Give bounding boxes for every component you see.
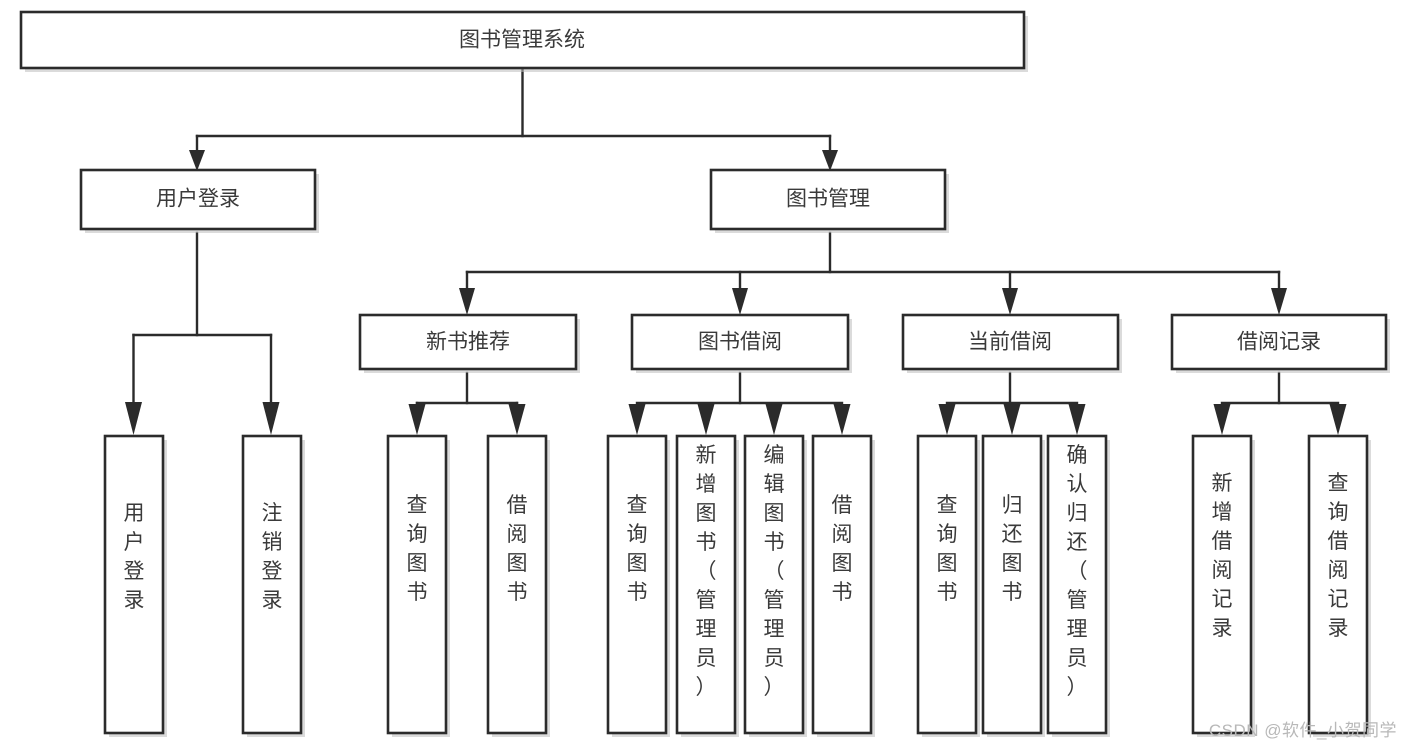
leaf-user-login-box[interactable]	[103, 434, 165, 735]
leaf-logout-label: 注销登录	[262, 502, 283, 612]
arrow-head-record	[1271, 288, 1287, 315]
node-root[interactable]: 图书管理系统	[19, 10, 1028, 72]
leaf-borrow-query-book[interactable]: 查询图书	[606, 434, 670, 737]
node-book-borrow[interactable]: 图书借阅	[630, 313, 852, 373]
root-box[interactable]	[19, 10, 1026, 70]
book-management-label: 图书管理	[786, 188, 870, 211]
arrow-head-borrow-leaf4	[833, 404, 851, 435]
leaf-record-query-record[interactable]: 查询借阅记录	[1307, 434, 1371, 737]
leaf-current-query-book[interactable]: 查询图书	[916, 434, 980, 737]
leaf-borrow-borrow-book-box[interactable]	[811, 434, 873, 735]
arrow-head-book-mgmt	[822, 150, 838, 171]
arrow-head-borrow-leaf1	[628, 404, 646, 435]
arrow-head-current-leaf3	[1068, 404, 1086, 435]
new-book-recommend-box[interactable]	[358, 313, 578, 371]
node-new-book-recommend[interactable]: 新书推荐	[358, 313, 580, 373]
leaf-borrow-borrow-book[interactable]: 借阅图书	[811, 434, 875, 737]
arrow-head-leaf-user-login	[125, 402, 142, 435]
arrow-head-newbook-leaf1	[408, 404, 426, 435]
arrow-head-borrow-leaf2	[697, 404, 715, 435]
arrow-head-current-leaf1	[938, 404, 956, 435]
leaf-record-add-record-label: 新增借阅记录	[1212, 472, 1233, 640]
leaf-newbook-borrow-book-box[interactable]	[486, 434, 548, 735]
node-user-login[interactable]: 用户登录	[79, 168, 319, 233]
arrow-head-user-login	[189, 150, 205, 171]
leaf-newbook-borrow-book-label: 借阅图书	[507, 494, 528, 604]
leaf-record-query-record-label: 查询借阅记录	[1328, 472, 1349, 640]
leaf-newbook-borrow-book[interactable]: 借阅图书	[486, 434, 550, 737]
leaf-current-return-book-label: 归还图书	[1002, 494, 1023, 604]
leaf-borrow-edit-book[interactable]: 编辑图书（管理员）	[743, 434, 807, 737]
leaf-borrow-borrow-book-label: 借阅图书	[832, 494, 853, 604]
leaf-current-query-book-label: 查询图书	[937, 494, 958, 604]
leaf-borrow-edit-book-label: 编辑图书（管理员）	[764, 444, 785, 699]
arrow-head-record-leaf1	[1213, 404, 1231, 435]
leaf-current-confirm-return-box[interactable]	[1046, 434, 1108, 735]
current-borrow-label: 当前借阅	[968, 331, 1052, 354]
arrow-head-current-leaf2	[1003, 404, 1021, 435]
leaf-logout[interactable]: 注销登录	[241, 434, 305, 737]
leaf-borrow-add-book-label: 新增图书（管理员）	[696, 444, 717, 699]
leaf-newbook-query-book-box[interactable]	[386, 434, 448, 735]
leaf-user-login-label: 用户登录	[124, 502, 145, 612]
leaf-current-confirm-return-label: 确认归还（管理员）	[1067, 444, 1088, 699]
leaf-borrow-query-book-label: 查询图书	[627, 494, 648, 604]
user-login-label: 用户登录	[156, 188, 240, 211]
leaf-borrow-add-book-box[interactable]	[675, 434, 737, 735]
new-book-recommend-label: 新书推荐	[426, 331, 510, 354]
arrow-head-borrow	[732, 288, 748, 315]
leaf-newbook-query-book-label: 查询图书	[407, 494, 428, 604]
leaf-current-confirm-return[interactable]: 确认归还（管理员）	[1046, 434, 1110, 737]
book-borrow-label: 图书借阅	[698, 331, 782, 354]
arrow-head-current	[1002, 288, 1018, 315]
arrow-head-borrow-leaf3	[765, 404, 783, 435]
connector-layer	[125, 66, 1347, 435]
leaf-current-return-book-box[interactable]	[981, 434, 1043, 735]
book-management-box[interactable]	[709, 168, 947, 231]
leaf-newbook-query-book[interactable]: 查询图书	[386, 434, 450, 737]
root-label: 图书管理系统	[459, 29, 585, 52]
borrow-record-box[interactable]	[1170, 313, 1388, 371]
watermark-text: CSDN @软件_小贺同学	[1208, 721, 1397, 740]
arrow-head-newbook-leaf2	[508, 404, 526, 435]
node-book-management[interactable]: 图书管理	[709, 168, 949, 233]
borrow-record-label: 借阅记录	[1237, 331, 1321, 354]
leaf-borrow-query-book-box[interactable]	[606, 434, 668, 735]
leaf-logout-box[interactable]	[241, 434, 303, 735]
arrow-head-record-leaf2	[1329, 404, 1347, 435]
leaf-record-query-record-box[interactable]	[1307, 434, 1369, 735]
user-login-box[interactable]	[79, 168, 317, 231]
leaf-borrow-edit-book-box[interactable]	[743, 434, 805, 735]
arrow-head-leaf-logout	[262, 402, 280, 435]
leaf-record-add-record[interactable]: 新增借阅记录	[1191, 434, 1255, 737]
leaf-borrow-add-book[interactable]: 新增图书（管理员）	[675, 434, 739, 737]
leaf-current-return-book[interactable]: 归还图书	[981, 434, 1045, 737]
current-borrow-box[interactable]	[901, 313, 1120, 371]
leaf-record-add-record-box[interactable]	[1191, 434, 1253, 735]
node-borrow-record[interactable]: 借阅记录	[1170, 313, 1390, 373]
node-current-borrow[interactable]: 当前借阅	[901, 313, 1122, 373]
book-borrow-box[interactable]	[630, 313, 850, 371]
arrow-head-newbook	[459, 288, 475, 315]
leaf-current-query-book-box[interactable]	[916, 434, 978, 735]
leaf-user-login[interactable]: 用户登录	[103, 434, 167, 737]
